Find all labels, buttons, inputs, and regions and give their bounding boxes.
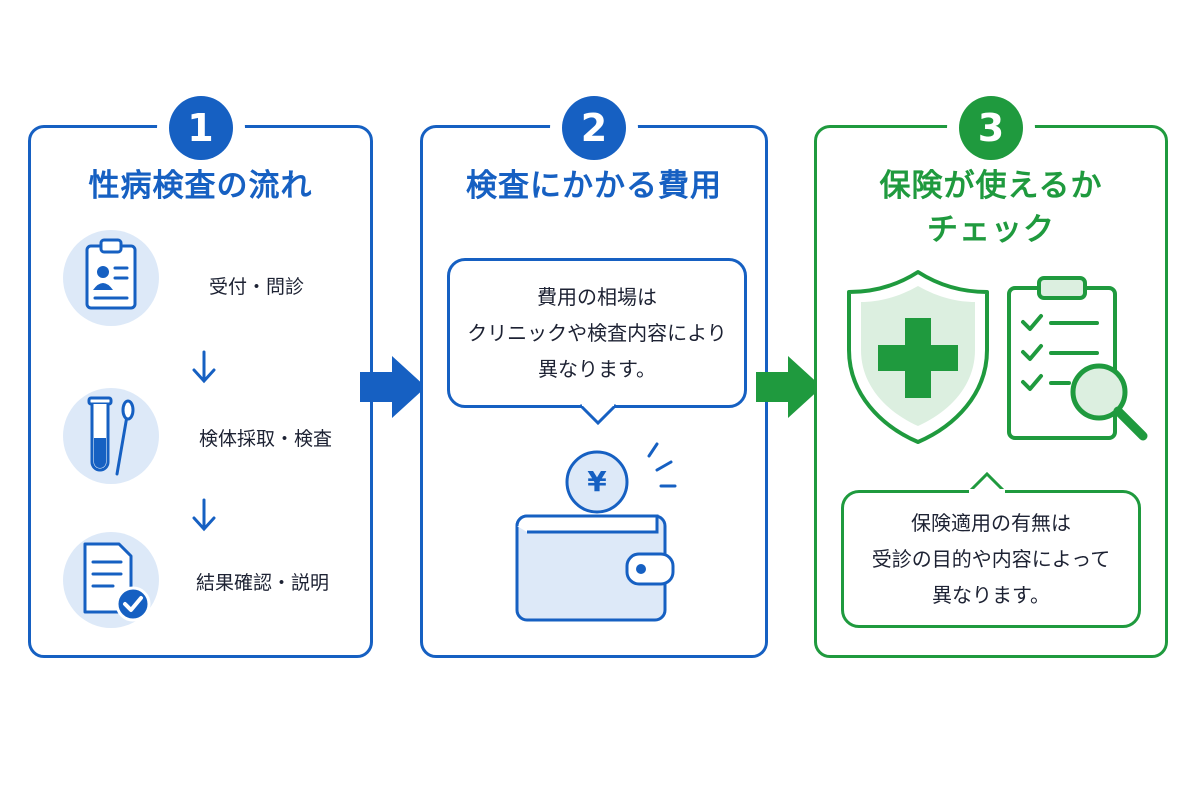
- shield-cross-icon: [843, 266, 993, 446]
- insurance-info-bubble: 保険適用の有無は 受診の目的や内容によって 異なります。: [841, 490, 1141, 628]
- bubble-text-line: 受診の目的や内容によって: [871, 547, 1111, 571]
- panel-title: チェック: [927, 212, 1055, 248]
- bubble-text-line: 費用の相場は: [537, 285, 657, 309]
- document-check-icon: [61, 530, 161, 630]
- clipboard-checklist-magnifier-icon: [1003, 274, 1153, 454]
- clipboard-profile-icon: [61, 228, 161, 328]
- panel-insurance-check: 3 保険が使えるか チェック 保険適用の有無は 受診の目的や内容によっ: [814, 96, 1168, 658]
- bubble-tail-mask: [969, 489, 1005, 495]
- step-number-badge: 1: [168, 96, 233, 160]
- bubble-text-line: 異なります。: [932, 583, 1050, 607]
- step-label: 検体採取・検査: [199, 428, 333, 450]
- arrow-right-icon: [358, 352, 428, 422]
- bubble-text-line: クリニックや検査内容により: [467, 321, 727, 345]
- panel-title: 性病検査の流れ: [88, 168, 313, 204]
- step-number-badge: 3: [959, 96, 1023, 160]
- panel-testing-flow: 1 性病検査の流れ 受付・問診 検体採取・検査: [28, 96, 373, 658]
- arrow-down-icon: [189, 350, 219, 384]
- panel-title: 検査にかかる費用: [466, 168, 722, 204]
- bubble-text-line: 保険適用の有無は: [911, 511, 1071, 535]
- wallet-yen-icon: ¥: [511, 440, 681, 630]
- yen-symbol: ¥: [587, 465, 607, 498]
- test-tube-swab-icon: [61, 386, 161, 486]
- step-number-badge: 2: [562, 96, 626, 160]
- panel-title: 保険が使えるか: [879, 168, 1103, 204]
- bubble-tail-icon: [578, 403, 618, 426]
- bubble-tail-icon: [967, 471, 1007, 494]
- arrow-right-icon: [754, 352, 824, 422]
- step-label: 結果確認・説明: [196, 572, 330, 594]
- arrow-down-icon: [189, 498, 219, 532]
- panel-testing-cost: 2 検査にかかる費用 費用の相場は クリニックや検査内容により 異なります。 ¥: [420, 96, 768, 658]
- bubble-text-line: 異なります。: [538, 357, 656, 381]
- cost-info-bubble: 費用の相場は クリニックや検査内容により 異なります。: [447, 258, 747, 408]
- step-label: 受付・問診: [209, 276, 305, 298]
